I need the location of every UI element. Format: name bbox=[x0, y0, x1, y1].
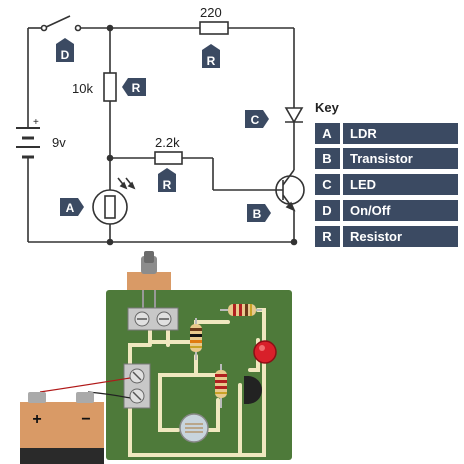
resistor-220-part bbox=[220, 304, 262, 316]
battery-voltage-label: 9v bbox=[52, 135, 66, 150]
circuit-board bbox=[106, 251, 292, 460]
resistor-2k2-symbol bbox=[154, 151, 183, 165]
key-item-led: C LED bbox=[315, 174, 458, 195]
key-item-resistor: R Resistor bbox=[315, 226, 458, 247]
battery-pack: + − bbox=[20, 392, 104, 464]
key-letter-r: R bbox=[322, 229, 332, 244]
switch-lever bbox=[43, 15, 71, 29]
key-label-onoff: On/Off bbox=[350, 203, 391, 218]
tag-led: C bbox=[245, 110, 269, 128]
schematic bbox=[16, 15, 305, 246]
tag-switch-letter: D bbox=[61, 48, 70, 62]
tag-resistor-mid: R bbox=[158, 168, 176, 192]
tag-transistor-letter: B bbox=[253, 207, 262, 221]
resistor-10k-label: 10k bbox=[72, 81, 93, 96]
key-letter-a: A bbox=[322, 126, 332, 141]
resistor-2k2-part bbox=[215, 364, 227, 408]
key-item-transistor: B Transistor bbox=[315, 148, 458, 169]
transistor-part bbox=[244, 376, 262, 404]
led-part bbox=[253, 340, 277, 364]
tag-resistor-top: R bbox=[202, 44, 220, 68]
tag-resistor-left-letter: R bbox=[132, 81, 141, 95]
battery-minus-sign: − bbox=[81, 411, 90, 428]
tag-resistor-mid-letter: R bbox=[163, 178, 172, 192]
toggle-switch bbox=[127, 251, 171, 310]
key-label-ldr: LDR bbox=[350, 126, 377, 141]
resistor-10k-part bbox=[190, 318, 202, 360]
key-label-transistor: Transistor bbox=[350, 151, 413, 166]
key-letter-d: D bbox=[322, 203, 331, 218]
ldr-part bbox=[179, 413, 209, 443]
resistor-2k2-label: 2.2k bbox=[155, 135, 180, 150]
key-panel: Key A LDR B Transistor C LED D On/Off bbox=[315, 100, 458, 247]
key-item-ldr: A LDR bbox=[315, 123, 458, 144]
tag-resistor-left: R bbox=[122, 78, 146, 96]
resistor-10k-symbol bbox=[103, 72, 117, 102]
tag-resistor-top-letter: R bbox=[207, 54, 216, 68]
key-item-onoff: D On/Off bbox=[315, 200, 458, 221]
tag-switch: D bbox=[56, 38, 74, 62]
screw-terminal-left bbox=[123, 363, 151, 409]
screw-terminal-top bbox=[127, 307, 179, 331]
tag-ldr: A bbox=[60, 198, 84, 216]
key-label-resistor: Resistor bbox=[350, 229, 402, 244]
tag-led-letter: C bbox=[251, 113, 260, 127]
key-letter-c: C bbox=[322, 177, 332, 192]
resistor-220-label: 220 bbox=[200, 5, 222, 20]
tag-ldr-letter: A bbox=[66, 201, 75, 215]
key-title: Key bbox=[315, 100, 340, 115]
battery-plus-label: + bbox=[33, 117, 39, 128]
tag-transistor: B bbox=[247, 204, 271, 222]
key-label-led: LED bbox=[350, 177, 376, 192]
key-letter-b: B bbox=[322, 151, 331, 166]
battery-plus-sign: + bbox=[32, 411, 41, 428]
resistor-220-symbol bbox=[199, 21, 229, 35]
led-symbol bbox=[284, 107, 304, 124]
